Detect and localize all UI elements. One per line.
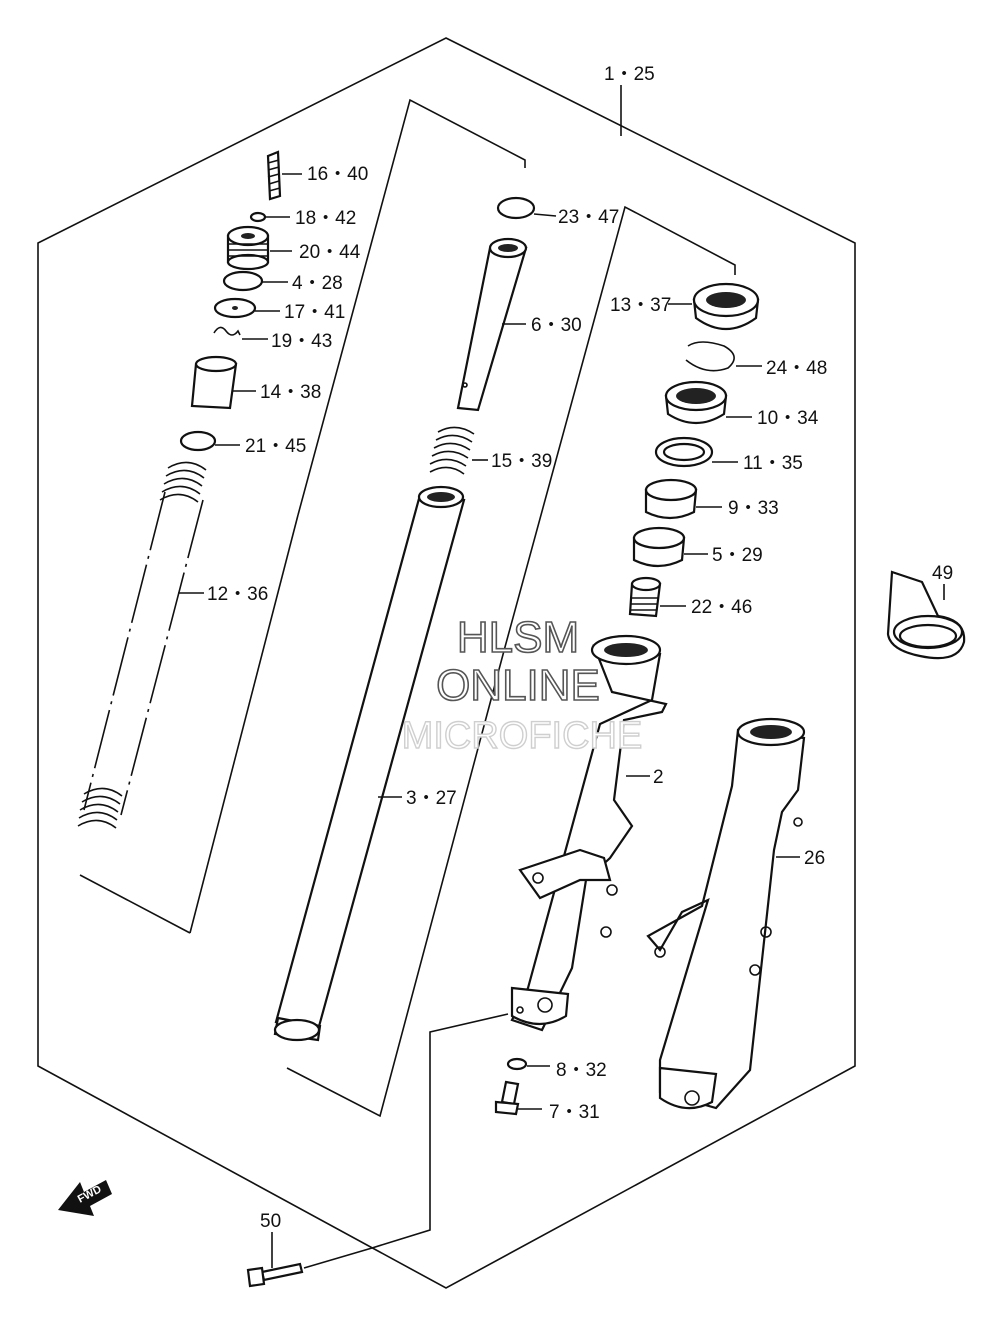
part-rebound-spring	[429, 426, 475, 475]
watermark-line-1: HLSM	[457, 613, 579, 662]
label-11-35: 11・35	[743, 453, 803, 474]
label-19-43: 19・43	[271, 331, 332, 352]
part-cap-bolt	[266, 150, 282, 201]
label-1-25: 1・25	[604, 64, 655, 85]
assembly-outline	[37, 37, 856, 1289]
label-23-47: 23・47	[558, 207, 619, 228]
part-inner-tube	[273, 485, 466, 1042]
label-7-31: 7・31	[549, 1102, 600, 1123]
fwd-direction-badge: FWD	[58, 1180, 112, 1216]
label-50: 50	[260, 1211, 281, 1232]
label-22-46: 22・46	[691, 597, 752, 618]
label-14-38: 14・38	[260, 382, 321, 403]
part-outer-tube-left	[646, 717, 806, 1110]
label-13-37: 13・37	[610, 295, 671, 316]
label-17-41: 17・41	[284, 302, 345, 323]
part-small-o-ring	[249, 211, 267, 223]
label-49: 49	[932, 563, 953, 584]
part-dust-seal	[692, 282, 760, 330]
label-21-45: 21・45	[245, 436, 306, 457]
part-slide-bushing	[632, 526, 686, 568]
label-20-44: 20・44	[299, 242, 361, 263]
label-2: 2	[653, 767, 664, 788]
part-axle-bolt	[246, 1262, 304, 1288]
label-3-27: 3・27	[406, 788, 457, 809]
label-12-36: 12・36	[207, 584, 268, 605]
part-fork-cap	[226, 225, 270, 271]
part-spacer-tube	[190, 355, 238, 410]
part-seal-washer	[654, 436, 714, 468]
group-bracket-bottom	[371, 1013, 509, 1249]
part-piston-ring	[496, 196, 536, 220]
watermark-line-3: MICROFICHE	[402, 715, 643, 757]
label-24-48: 24・48	[766, 358, 827, 379]
label-5-29: 5・29	[712, 545, 763, 566]
label-16-40: 16・40	[307, 164, 368, 185]
part-oil-seal-clip	[685, 341, 735, 372]
label-15-39: 15・39	[491, 451, 552, 472]
part-guide-bushing	[644, 478, 698, 520]
label-6-30: 6・30	[531, 315, 582, 336]
label-10-34: 10・34	[757, 408, 819, 429]
watermark: HLSM ONLINE MICROFICHE	[401, 612, 643, 758]
part-fork-spring	[77, 461, 207, 829]
part-outer-tube-right	[510, 634, 668, 1032]
label-18-42: 18・42	[295, 208, 356, 229]
label-4-28: 4・28	[292, 273, 343, 294]
part-oil-lock-piece	[628, 576, 662, 618]
part-fork-protector	[886, 570, 966, 660]
part-oil-seal	[664, 380, 728, 425]
label-8-32: 8・32	[556, 1060, 607, 1081]
part-damper-bolt	[494, 1080, 520, 1116]
label-26: 26	[804, 848, 825, 869]
part-stopper-clip	[213, 326, 241, 336]
part-o-ring	[222, 270, 264, 292]
part-damper-cylinder	[456, 237, 528, 412]
group-bracket-inner-tube	[297, 98, 526, 516]
part-drain-gasket	[506, 1057, 528, 1071]
group-bracket-outer-tube	[286, 205, 736, 1118]
part-labels: 1・25 16・40 18・42 20・44 4・28 17・41 19・43 …	[207, 64, 953, 1232]
fwd-arrow-icon	[58, 1180, 112, 1216]
bracket-line-spring-left	[79, 874, 191, 934]
bracket-line-spring-right	[189, 514, 299, 934]
label-9-33: 9・33	[728, 498, 779, 519]
part-spacer-washer	[179, 430, 217, 452]
watermark-line-2: ONLINE	[436, 661, 600, 710]
